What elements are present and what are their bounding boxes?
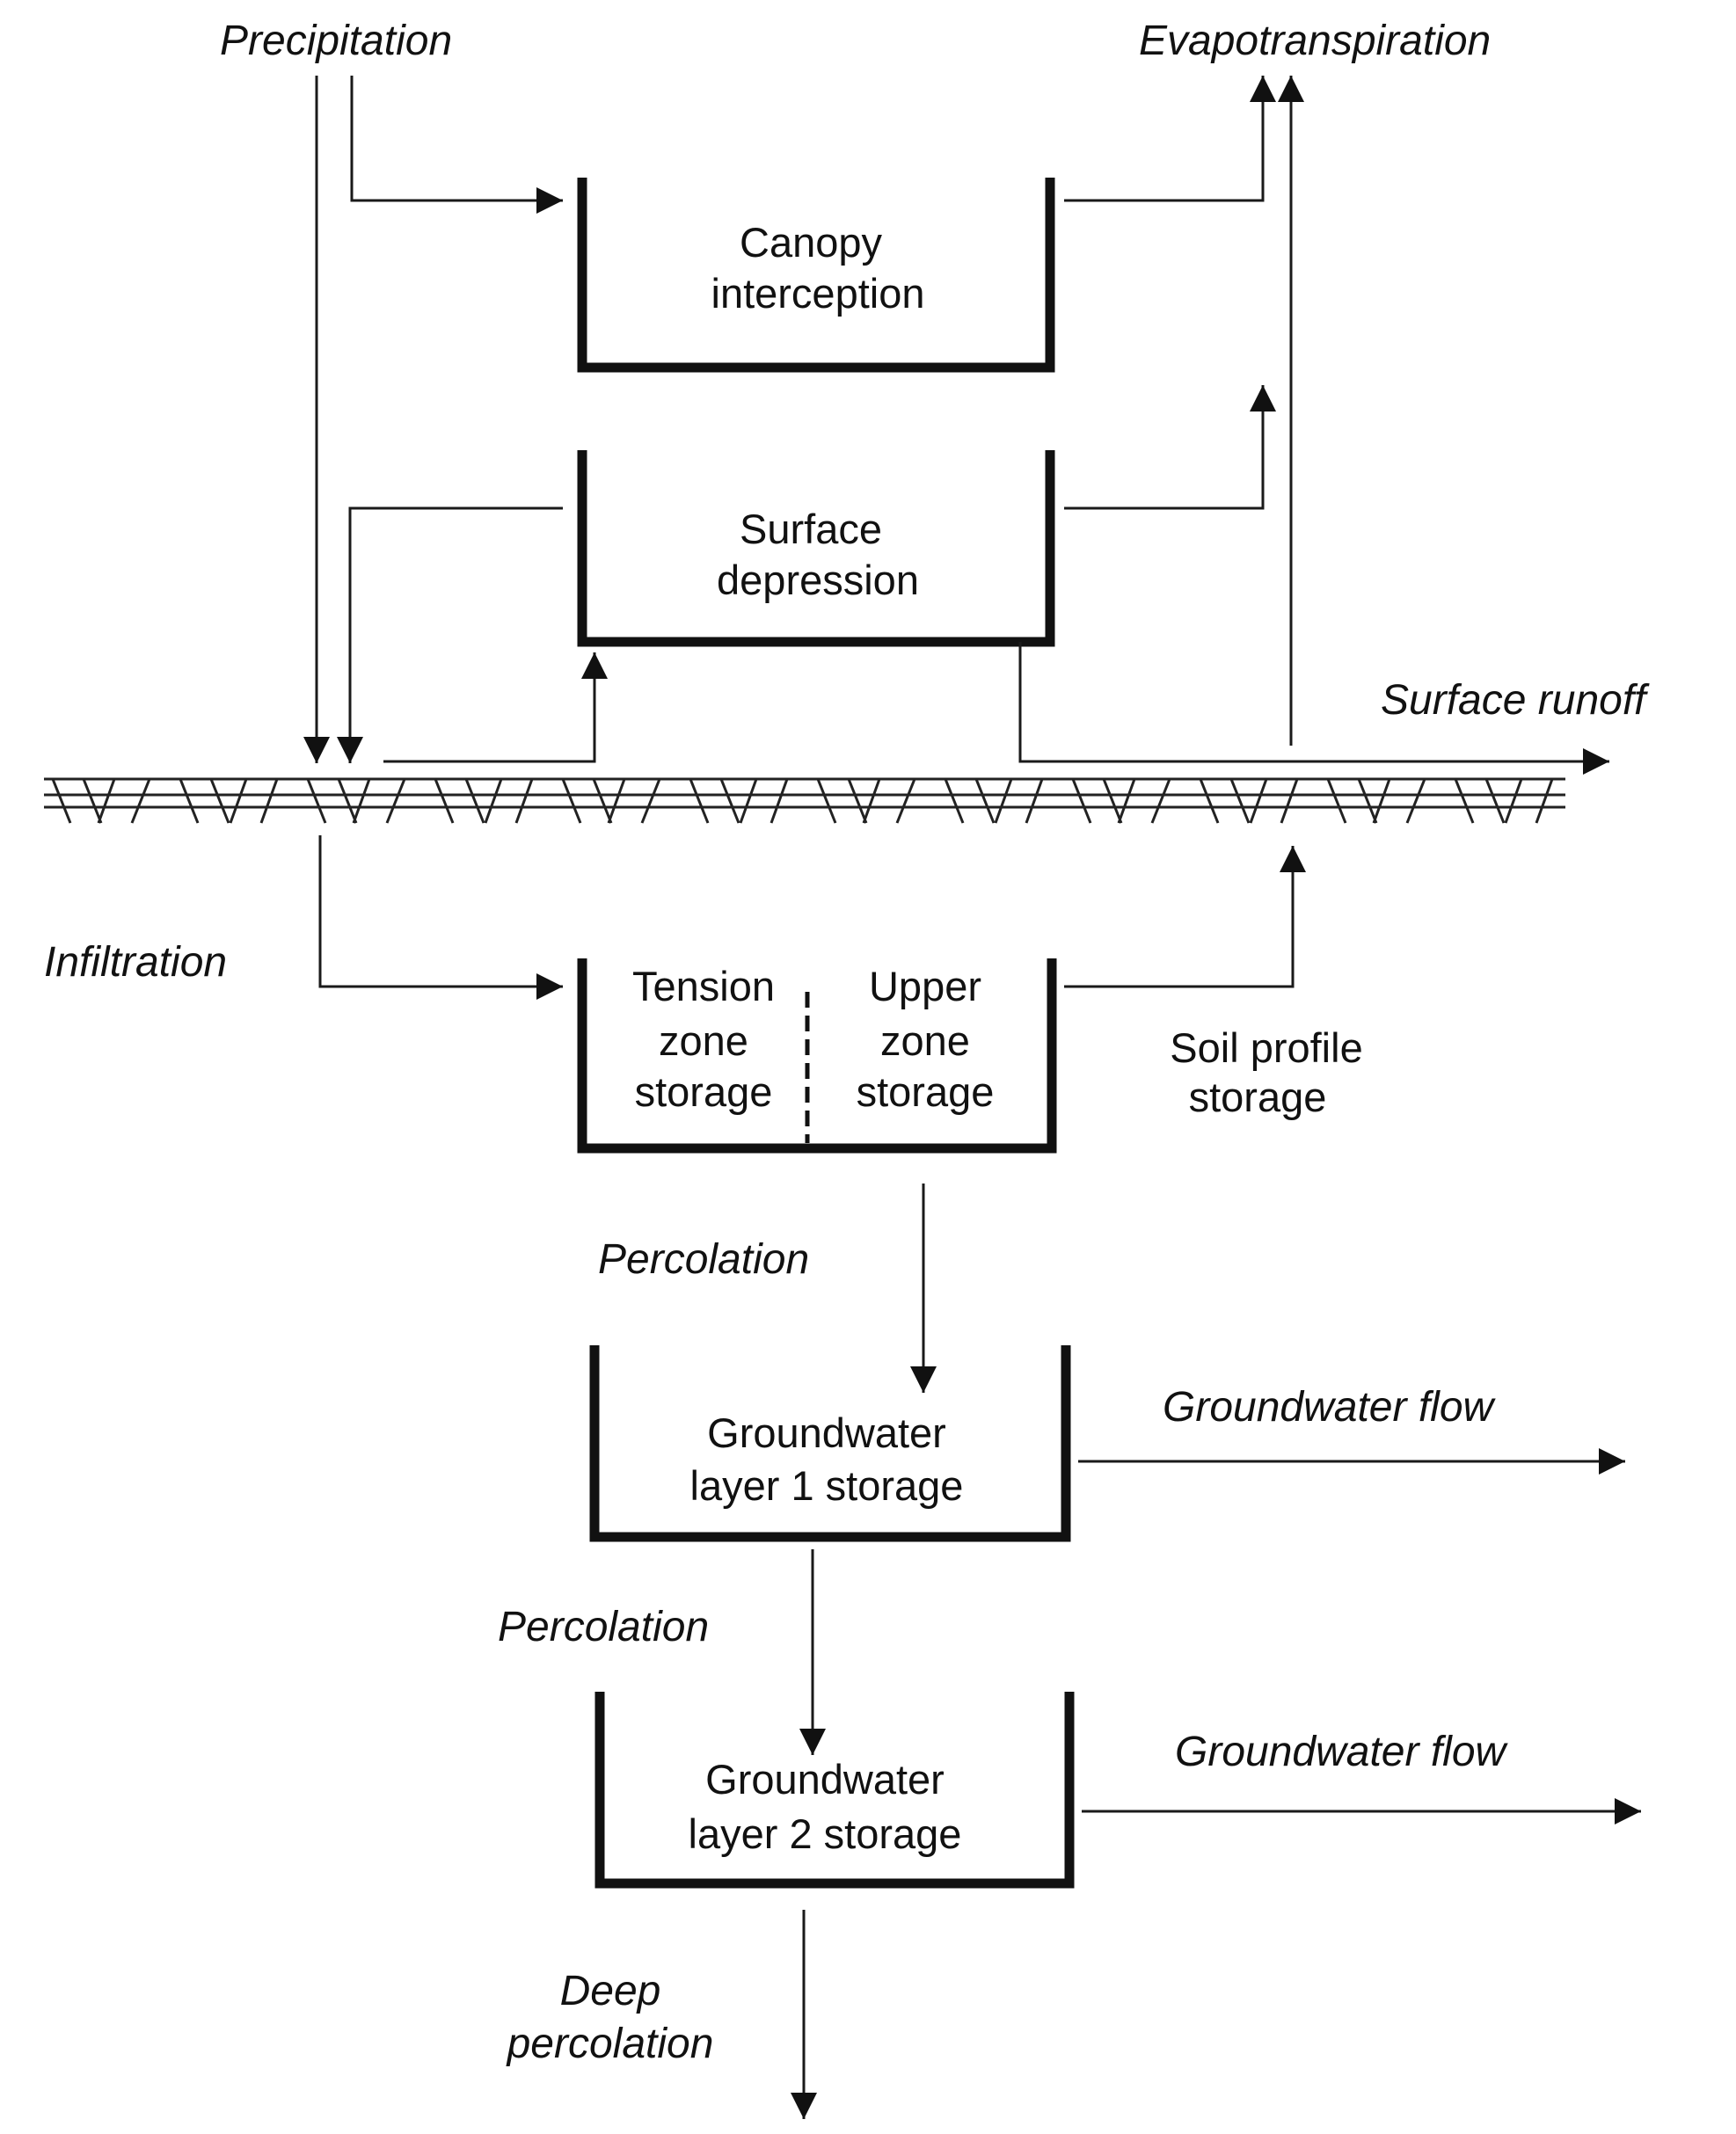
canopy-interception-tank: [577, 178, 1055, 373]
ground-surface-hatch: [44, 777, 1565, 824]
surface-runoff-arrow: [1018, 642, 1609, 775]
groundwater-flow-2-label: Groundwater flow: [1175, 1729, 1509, 1775]
gw-layer1-label-line2: layer 1 storage: [690, 1462, 964, 1509]
upper-zone-label-line2: zone: [880, 1017, 970, 1064]
evapotranspiration-label: Evapotranspiration: [1139, 18, 1491, 64]
groundwater-flow-1-label: Groundwater flow: [1163, 1384, 1497, 1431]
precipitation-to-canopy-arrow: [350, 76, 563, 214]
canopy-label-line1: Canopy: [740, 219, 882, 266]
surface-depression-tank: [577, 450, 1055, 647]
gw-layer1-label-line1: Groundwater: [707, 1409, 946, 1456]
surface-depression-to-ground-arrow: [337, 506, 563, 763]
gw-layer2-label-line2: layer 2 storage: [689, 1810, 962, 1857]
percolation-2-label: Percolation: [498, 1604, 709, 1650]
groundwater-layer2-tank: [594, 1692, 1075, 1889]
soil-profile-upward-arrow: [1064, 846, 1306, 988]
canopy-label-line2: interception: [711, 270, 925, 317]
groundwater-layer1-tank: [589, 1345, 1071, 1542]
infiltration-label: Infiltration: [44, 939, 227, 986]
infiltration-arrow: [318, 835, 563, 1000]
deep-percolation-label-line1: Deep: [560, 1968, 661, 2014]
surface-runoff-label: Surface runoff: [1381, 677, 1650, 724]
depression-evaporation-arrow: [1064, 385, 1276, 510]
surface-depression-label-line1: Surface: [740, 506, 882, 552]
precipitation-label: Precipitation: [220, 18, 452, 64]
surface-depression-label-line2: depression: [717, 557, 919, 603]
upper-zone-label-line1: Upper: [869, 963, 981, 1009]
ground-to-depression-arrow: [383, 652, 608, 763]
percolation-1-label: Percolation: [598, 1236, 809, 1283]
tension-zone-label-line1: Tension: [632, 963, 775, 1009]
soil-profile-label-line1: Soil profile: [1170, 1024, 1362, 1071]
tension-zone-label-line3: storage: [635, 1068, 773, 1115]
upper-zone-label-line3: storage: [857, 1068, 995, 1115]
soil-profile-label-line2: storage: [1189, 1074, 1327, 1120]
gw-layer2-label-line1: Groundwater: [705, 1756, 945, 1803]
canopy-evaporation-arrow: [1064, 76, 1276, 202]
soil-profile-storage-tank: [577, 958, 1057, 1154]
deep-percolation-label-line2: percolation: [506, 2021, 714, 2067]
tension-zone-label-line2: zone: [659, 1017, 748, 1064]
